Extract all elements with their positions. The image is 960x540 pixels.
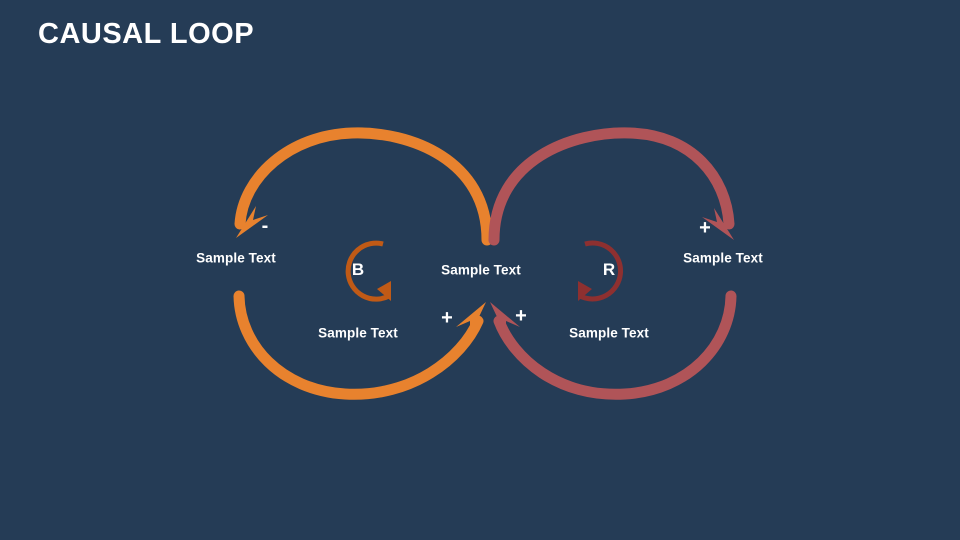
- link-sign-plus-right: +: [699, 217, 711, 239]
- reinforcing-upper-arc: [488, 127, 735, 246]
- node-label-bottom-right: Sample Text: [569, 325, 649, 341]
- node-label-right: Sample Text: [683, 250, 763, 266]
- node-label-center: Sample Text: [441, 262, 521, 278]
- loop-letter-reinforcing: R: [602, 260, 616, 279]
- link-sign-plus-center-left: +: [441, 307, 453, 329]
- balancing-loop-marker-arc: [345, 240, 391, 302]
- page-title: CAUSAL LOOP: [38, 18, 255, 50]
- loop-letter-balancing: B: [351, 260, 365, 279]
- balancing-loop-marker-arrowhead: [377, 281, 391, 301]
- balancing-upper-arc: [234, 127, 493, 246]
- reinforcing-loop-marker-arrowhead: [578, 281, 592, 301]
- link-sign-plus-center-right: +: [515, 305, 527, 327]
- reinforcing-upper-arrowhead: [702, 208, 734, 240]
- reinforcing-lower-arrowhead: [490, 302, 520, 336]
- balancing-lower-arrowhead: [456, 302, 486, 336]
- balancing-lower-arc: [233, 290, 484, 400]
- reinforcing-lower-arc: [493, 290, 737, 400]
- node-label-left: Sample Text: [196, 250, 276, 266]
- link-sign-minus-left: -: [261, 215, 269, 237]
- node-label-bottom-left: Sample Text: [318, 325, 398, 341]
- reinforcing-loop-marker-arc: [578, 240, 624, 302]
- balancing-upper-arrowhead: [236, 206, 268, 238]
